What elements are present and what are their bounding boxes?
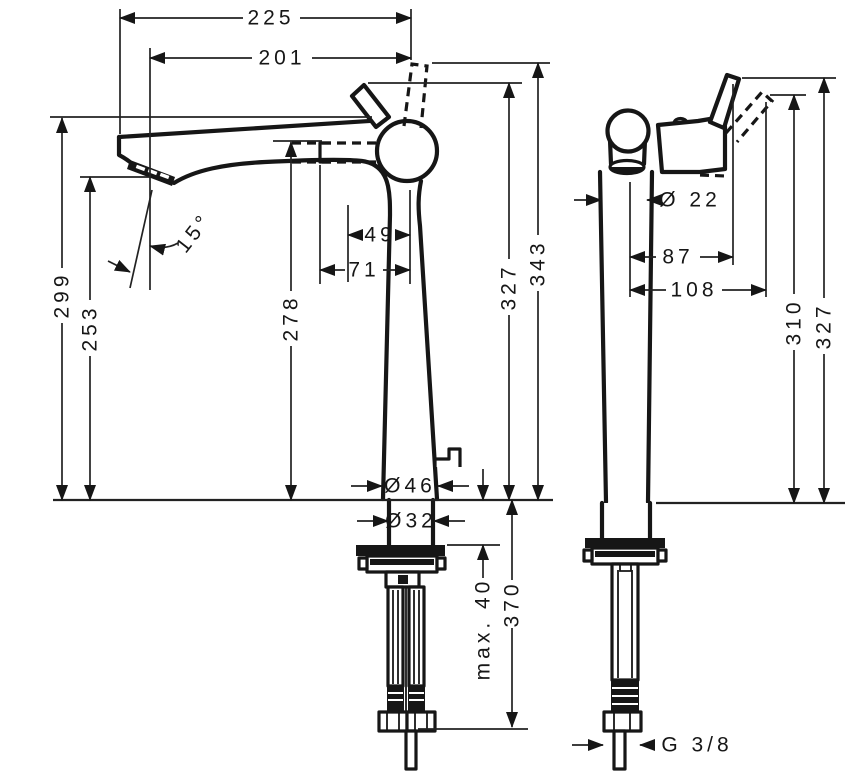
dim-body-height: 278 <box>273 140 322 501</box>
mounting-screw <box>398 575 408 584</box>
aerator-slot <box>159 172 170 180</box>
dim-outlet-height: 253 <box>79 176 151 501</box>
supply-pipe <box>612 729 627 771</box>
dim-label-71: 71 <box>348 259 379 282</box>
drain-pull-knob <box>433 447 462 467</box>
cartridge-hidden-lines <box>292 141 385 164</box>
supply-hose-left <box>386 585 405 688</box>
aerator-slot <box>135 164 146 172</box>
dim-handle-height-open: 343 <box>432 62 550 501</box>
dim-label-327-left: 327 <box>498 263 521 310</box>
spout-top-edge <box>116 117 388 140</box>
column-left-edge <box>597 169 609 505</box>
dim-label-253: 253 <box>79 304 102 351</box>
dim-label-dia22: Ø 22 <box>659 189 721 212</box>
dim-handle-height-closed: 327 <box>368 82 522 501</box>
dimensions-right-view: Ø 22 87 108 310 327 <box>572 77 836 757</box>
lever-handle-open-dashed <box>402 62 429 129</box>
lever-handle-closed-front <box>707 72 742 131</box>
connection-nut-right <box>405 710 437 733</box>
dim-counter-thickness: max. 40 <box>447 469 500 680</box>
dim-label-370: 370 <box>501 580 524 627</box>
threaded-rod <box>404 729 418 771</box>
connection-nut-left <box>377 710 409 733</box>
lever-handle-open-dashed-front <box>724 89 775 144</box>
dim-label-max40: max. 40 <box>472 578 495 681</box>
dim-label-15deg: 15° <box>171 209 216 258</box>
supply-hose-right <box>407 585 426 688</box>
left-view-faucet <box>116 62 462 771</box>
column-right-edge <box>645 169 655 505</box>
dimensions-left-view: 225 201 15° 299 253 <box>50 7 550 730</box>
dim-label-108: 108 <box>670 279 717 302</box>
mounting-flange <box>356 545 445 556</box>
spout-tip-edge <box>116 134 133 165</box>
dim-shaft-diameter: Ø32 <box>357 510 465 533</box>
dim-label-87: 87 <box>662 246 693 269</box>
lever-handle-closed <box>349 82 392 130</box>
right-mounting-hardware <box>582 500 668 771</box>
dim-label-dia32: Ø32 <box>385 510 437 533</box>
connection-nut <box>602 710 643 733</box>
hinge-pin <box>672 116 689 124</box>
handle-ball-joint <box>374 118 440 184</box>
dim-cartridge-offset: 71 <box>319 165 411 284</box>
dim-label-343: 343 <box>527 239 550 286</box>
dim-label-299: 299 <box>51 271 74 318</box>
dim-label-310: 310 <box>783 298 806 345</box>
dim-label-201: 201 <box>258 47 305 70</box>
dim-label-327-right: 327 <box>813 302 836 349</box>
spout-outlet-sphere <box>605 108 651 154</box>
dim-supply-thread: G 3/8 <box>572 734 732 757</box>
shank-tube <box>610 562 640 682</box>
dim-label-49: 49 <box>364 224 395 247</box>
spout-body-front <box>655 116 728 175</box>
dim-spout-angle: 15° <box>107 189 217 289</box>
column-right-edge <box>416 178 440 502</box>
dim-label-dia46: Ø46 <box>384 475 436 498</box>
left-mounting-hardware <box>356 497 447 771</box>
dim-height-327-right: 327 <box>742 77 836 504</box>
dim-label-g38: G 3/8 <box>661 734 732 757</box>
dim-base-diameter: Ø46 <box>351 475 469 498</box>
dim-below-counter-depth: 370 <box>418 499 528 730</box>
right-view-faucet <box>582 72 775 771</box>
mounting-flange <box>585 538 665 548</box>
dim-neck-diameter: Ø 22 <box>574 189 721 212</box>
dim-handle-offset-open: 108 <box>629 102 767 302</box>
dim-overall-width: 225 <box>119 7 412 134</box>
dim-height-310: 310 <box>770 94 806 504</box>
dim-label-225: 225 <box>247 7 294 30</box>
dim-spout-height: 299 <box>50 116 372 501</box>
dim-label-278: 278 <box>280 294 303 341</box>
hidden-edge <box>699 173 727 178</box>
dim-handle-offset-closed: 87 <box>629 84 734 297</box>
